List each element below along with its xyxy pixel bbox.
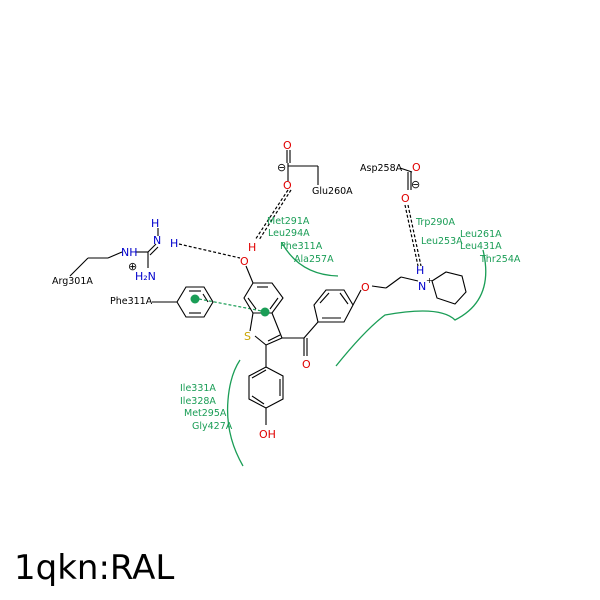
residue-phe311-left: Phe311A (110, 296, 153, 307)
ligand-n-charge: + (426, 276, 433, 285)
glu260-group: O ⊖ O Glu260A (277, 139, 353, 197)
residue-arg301: Arg301A (52, 276, 93, 287)
glu260-charge: ⊖ (277, 161, 286, 174)
ligand-n-ammonium: N (418, 280, 426, 293)
arg301-nh2: H₂N (135, 270, 156, 283)
residue-glu260: Glu260A (312, 186, 353, 197)
hbond-asp258 (404, 204, 419, 267)
arg301-h-right: H (170, 237, 178, 250)
ligand-o-ether: O (361, 281, 370, 294)
arg301-n: N (153, 234, 161, 247)
hres-met291: Met291A (267, 216, 310, 227)
hydrophobic-arc-left (226, 359, 244, 467)
ligand-oh-phenol: OH (259, 428, 276, 441)
ligand-s: S (244, 330, 251, 343)
hres-ile328: Ile328A (180, 396, 216, 407)
glu260-o2: O (283, 179, 292, 192)
ligand-h-hydroxyl: H (248, 241, 256, 254)
arg301-nh: NH (121, 246, 138, 259)
pi-center-ligand (260, 307, 270, 317)
ligand-o-hydroxyl: O (240, 255, 249, 268)
hres-leu261: Leu261A (460, 229, 502, 240)
hres-trp290: Trp290A (415, 217, 455, 228)
hres-met295: Met295A (184, 408, 227, 419)
pi-center-phe311 (190, 294, 200, 304)
hres-ile331: Ile331A (180, 383, 216, 394)
diagram-title: 1qkn:RAL (14, 548, 175, 588)
hres-leu431: Leu431A (460, 241, 502, 252)
ligand-h-ammonium: H (416, 264, 424, 277)
hres-phe311: Phe311A (280, 241, 323, 252)
glu260-o1: O (283, 139, 292, 152)
hres-thr254: Thr254A (479, 254, 521, 265)
asp258-o1: O (412, 161, 421, 174)
hydrophobic-arc-top (281, 242, 339, 277)
phe311-left-group: Phe311A (110, 286, 214, 318)
pi-stacking-line (198, 298, 263, 312)
asp258-group: Asp258A O ⊖ O (360, 161, 421, 205)
hres-gly427: Gly427A (192, 421, 233, 432)
hydrophobic-arc-right (335, 249, 487, 367)
asp258-charge: ⊖ (411, 178, 420, 191)
asp258-o2: O (401, 192, 410, 205)
arg301-h-top: H (151, 217, 159, 230)
ligand-o-carbonyl: O (302, 358, 311, 371)
hbond-arg301 (178, 243, 241, 259)
hres-ala257: Ala257A (294, 254, 334, 265)
residue-asp258: Asp258A (360, 163, 403, 174)
hres-leu294: Leu294A (268, 228, 310, 239)
hbond-asp258-b (407, 204, 422, 267)
hydrophobic-labels-left: Ile331A Ile328A Met295A Gly427A (180, 383, 233, 432)
hydrophobic-labels-right: Trp290A Leu253A Leu261A Leu431A Thr254A (415, 217, 521, 265)
ligand-raloxifene: O H S O O H N + OH (240, 241, 467, 441)
hydrophobic-labels-top: Met291A Leu294A Phe311A Ala257A (267, 216, 334, 265)
hres-leu253: Leu253A (421, 236, 463, 247)
arg301-charge: ⊕ (128, 260, 137, 273)
arg301-group: Arg301A NH N H H ⊕ H₂N (52, 217, 178, 287)
